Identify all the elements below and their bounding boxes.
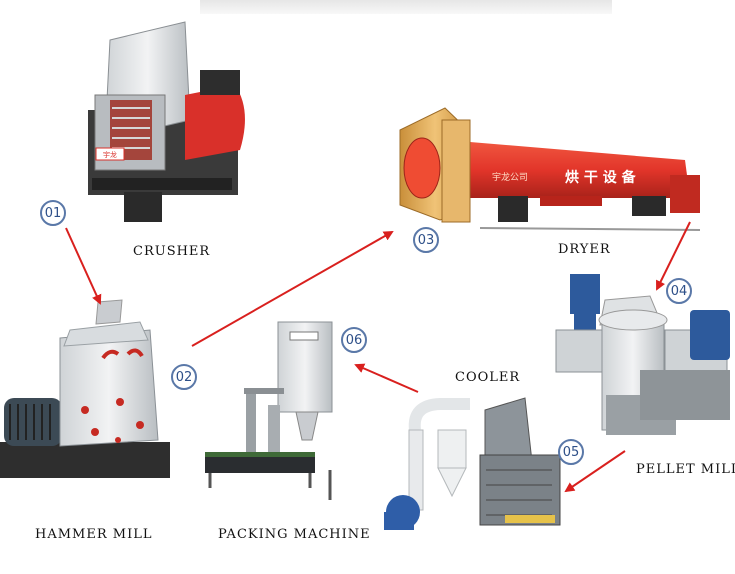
arrow-hammer-mill-to-dryer xyxy=(191,231,394,347)
packing-machine xyxy=(205,321,333,500)
cooler-machine xyxy=(384,397,561,530)
hammer-mill-machine xyxy=(0,299,170,478)
crusher-brand-text: 宇龙 xyxy=(103,150,117,159)
step-badge-02: 02 xyxy=(171,364,197,390)
label-crusher: CRUSHER xyxy=(133,244,211,259)
top-banner-edge xyxy=(200,0,612,14)
label-packing-machine: PACKING MACHINE xyxy=(218,527,371,542)
label-hammer-mill: HAMMER MILL xyxy=(35,527,153,542)
arrow-pellet-mill-to-cooler xyxy=(564,450,626,493)
flow-arrows xyxy=(65,221,691,493)
label-dryer: DRYER xyxy=(558,242,611,257)
label-cooler: COOLER xyxy=(455,370,521,385)
arrow-crusher-to-hammer-mill xyxy=(65,227,102,305)
step-badge-05: 05 xyxy=(558,439,584,465)
step-badge-01: 01 xyxy=(40,200,66,226)
dryer-machine: 宇龙公司 烘 干 设 备 xyxy=(399,107,701,231)
arrow-cooler-to-packing-machine xyxy=(354,363,419,393)
dryer-body-text: 烘 干 设 备 xyxy=(565,169,637,186)
label-pellet-mill: PELLET MILL xyxy=(636,462,735,477)
step-badge-03: 03 xyxy=(413,227,439,253)
step-badge-04: 04 xyxy=(666,278,692,304)
step-badge-06: 06 xyxy=(341,327,367,353)
arrow-dryer-to-pellet-mill xyxy=(656,221,691,291)
dryer-company-text: 宇龙公司 xyxy=(492,171,528,183)
pellet-mill-machine xyxy=(555,274,730,435)
crusher-machine: 宇龙 xyxy=(88,21,245,222)
